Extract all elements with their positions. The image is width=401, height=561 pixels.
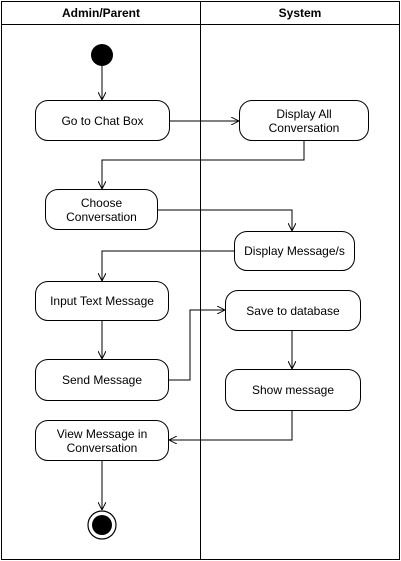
end-node: [92, 515, 112, 535]
activity-show-message: Show message: [225, 369, 361, 411]
lane-title-admin-parent: Admin/Parent: [61, 6, 140, 20]
flow-choose-to-display-messages: [158, 209, 292, 231]
activity-view-message-in-conversation: View Message in Conversation: [35, 420, 169, 461]
activity-save-to-database: Save to database: [225, 290, 361, 331]
activity-input-text-message: Input Text Message: [35, 281, 169, 321]
activity-send-message: Send Message: [35, 359, 169, 401]
activity-display-messages: Display Message/s: [234, 231, 355, 271]
flow-show-to-view: [169, 411, 293, 440]
start-node: [91, 44, 113, 66]
flow-display-messages-to-input: [102, 250, 234, 281]
lane-title-system: System: [278, 6, 322, 20]
flow-send-to-save: [169, 310, 225, 381]
activity-display-all-conversation: Display All Conversation: [239, 100, 369, 141]
activity-choose-conversation: Choose Conversation: [45, 189, 158, 230]
activity-go-to-chat-box: Go to Chat Box: [35, 100, 170, 141]
flow-display-all-to-choose: [102, 141, 305, 189]
